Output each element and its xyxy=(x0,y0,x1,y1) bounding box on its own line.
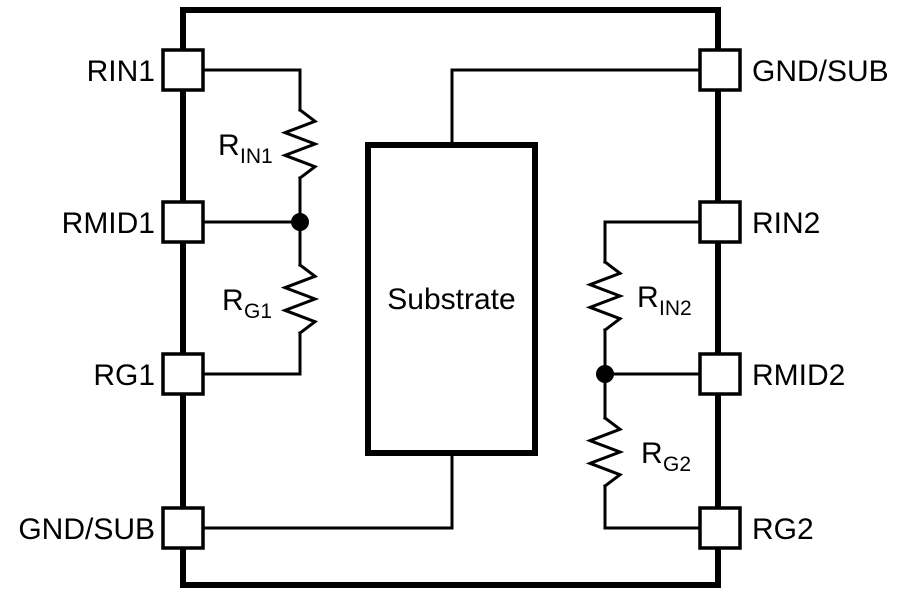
substrate-label: Substrate xyxy=(387,283,515,316)
pin-label-gndsub-right: GND/SUB xyxy=(752,55,889,88)
pin-rmid2[interactable]: RMID2 xyxy=(698,352,845,396)
pin-gndsub-top-right[interactable]: GND/SUB xyxy=(698,48,889,92)
resistor-zigzag-rin2 xyxy=(585,259,625,333)
resistor-label-rg2-sub: G2 xyxy=(663,453,691,476)
resistor-label-rin2: R IN2 xyxy=(637,281,692,320)
pin-box-gndsub-left[interactable] xyxy=(161,506,205,550)
pin-label-rg1: RG1 xyxy=(93,359,155,392)
resistor-label-rg2-base: R xyxy=(641,437,663,470)
resistor-label-rin1-base: R xyxy=(218,129,240,162)
resistor-label-rin1: R IN1 xyxy=(218,129,273,168)
resistor-label-rin1-sub: IN1 xyxy=(240,145,273,168)
resistor-label-rin2-base: R xyxy=(637,281,659,314)
resistor-zigzag-rin1 xyxy=(280,107,320,181)
pin-box-rg1[interactable] xyxy=(161,352,205,396)
resistor-labels: R IN1 R G1 R IN2 R G2 xyxy=(218,129,692,476)
pin-box-rin1[interactable] xyxy=(161,48,205,92)
junction-dot-rmid2 xyxy=(596,365,614,383)
pin-label-gndsub-left: GND/SUB xyxy=(18,513,155,546)
outer-frame xyxy=(180,7,721,588)
pins-right-group: GND/SUB RIN2 RMID2 RG2 xyxy=(698,48,889,550)
resistor-label-rg1-base: R xyxy=(222,284,244,317)
junction-dot-rmid1 xyxy=(291,213,309,231)
pin-label-rg2: RG2 xyxy=(752,513,814,546)
pin-label-rin1: RIN1 xyxy=(87,55,155,88)
pins-left-group: RIN1 RMID1 RG1 GND/SUB xyxy=(18,48,205,550)
pin-rin2[interactable]: RIN2 xyxy=(698,200,820,244)
pin-rmid1[interactable]: RMID1 xyxy=(62,200,205,244)
pin-rin1[interactable]: RIN1 xyxy=(87,48,205,92)
wire-rg2res-to-rg2 xyxy=(603,484,702,530)
junction-dots xyxy=(291,213,614,383)
wire-gndsub-top-to-substrate xyxy=(450,68,702,147)
pin-label-rmid2: RMID2 xyxy=(752,359,845,392)
wire-substrate-to-gndsub-bottom xyxy=(201,451,454,530)
pin-box-rmid2[interactable] xyxy=(698,352,742,396)
pin-rg2[interactable]: RG2 xyxy=(698,506,814,550)
substrate-rect xyxy=(365,142,538,456)
pin-label-rin2: RIN2 xyxy=(752,207,820,240)
wire-rin1-to-rin1-resistor xyxy=(201,68,302,112)
resistor-zigzag-rg2 xyxy=(585,415,625,489)
pin-gndsub-bottom-left[interactable]: GND/SUB xyxy=(18,506,205,550)
pin-box-rmid1[interactable] xyxy=(161,200,205,244)
pin-label-rmid1: RMID1 xyxy=(62,207,155,240)
resistor-zigzag-rg1 xyxy=(280,262,320,336)
interconnect-wires xyxy=(201,68,702,530)
resistor-label-rg1: R G1 xyxy=(222,284,272,323)
pin-box-gndsub-right[interactable] xyxy=(698,48,742,92)
wire-rg1res-to-rg1 xyxy=(201,331,302,376)
pin-box-rin2[interactable] xyxy=(698,200,742,244)
pin-rg1[interactable]: RG1 xyxy=(93,352,205,396)
resistor-label-rg2: R G2 xyxy=(641,437,691,476)
pin-box-rg2[interactable] xyxy=(698,506,742,550)
resistor-label-rg1-sub: G1 xyxy=(244,300,272,323)
substrate-block: Substrate xyxy=(365,142,538,456)
resistor-label-rin2-sub: IN2 xyxy=(659,297,692,320)
resistor-symbols xyxy=(280,107,625,489)
wire-rin2-to-rin2-resistor xyxy=(603,220,702,264)
